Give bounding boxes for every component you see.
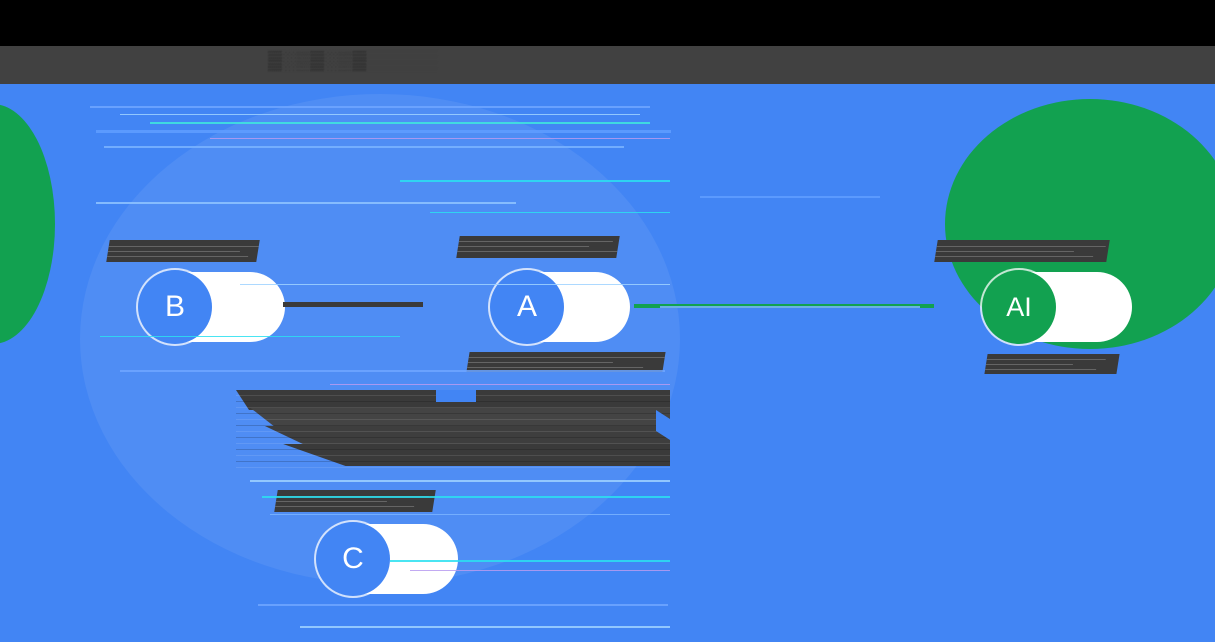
- glitch-scanline: [258, 604, 668, 606]
- node-b-circle[interactable]: B: [138, 270, 212, 344]
- node-b-letter: B: [164, 290, 185, 323]
- node-c-letter: C: [342, 542, 364, 575]
- left-edge-green-circle-clipped: [0, 104, 55, 344]
- header-title-glitched: ▓░▒▓░▒▓: [268, 48, 438, 74]
- node-c-circle[interactable]: C: [316, 522, 390, 596]
- connector-b-to-a: [283, 302, 423, 307]
- node-a-label-above-redacted: [456, 236, 620, 258]
- connector-a-to-ai: [634, 304, 934, 308]
- glitch-scanline: [700, 196, 880, 198]
- diagram-canvas: B A: [0, 84, 1215, 642]
- node-a-circle[interactable]: A: [490, 270, 564, 344]
- node-a-letter: A: [516, 290, 537, 323]
- window-header-bar: [0, 46, 1215, 84]
- node-ai-letter: AI: [1006, 291, 1032, 322]
- body-text-block-smeared: [236, 390, 670, 472]
- glitch-scanline: [300, 626, 670, 628]
- top-black-band: [0, 0, 1215, 46]
- node-ai-label-below-redacted: [984, 354, 1120, 374]
- node-ai-circle[interactable]: AI: [982, 270, 1056, 344]
- node-ai-label-above-redacted: [934, 240, 1110, 262]
- node-a-label-below-redacted: [466, 352, 666, 372]
- node-c-label-redacted: [274, 490, 436, 512]
- node-b-label-redacted: [106, 240, 260, 262]
